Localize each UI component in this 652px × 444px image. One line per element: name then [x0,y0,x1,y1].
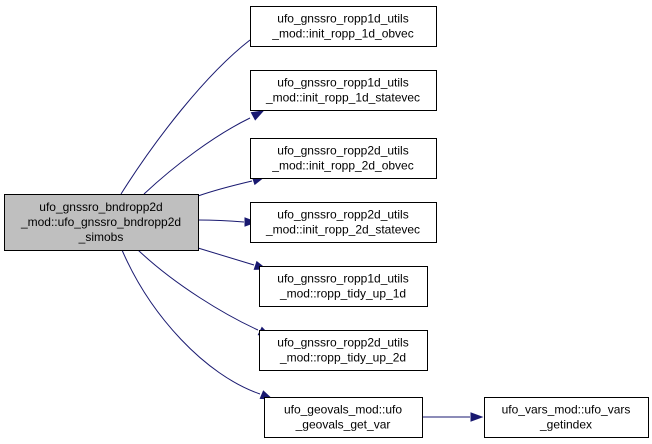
edge-line [197,247,255,266]
edge-root-n2 [143,110,265,195]
arrowhead [250,110,265,121]
node-label-line: _mod::init_ropp_1d_statevec [265,91,420,105]
node-label-line: ufo_gnssro_ropp2d_utils [277,208,408,222]
node-label-line: _mod::init_ropp_1d_obvec [271,27,413,41]
root-function-node[interactable]: ufo_gnssro_bndropp2d_mod::ufo_gnssro_bnd… [4,194,199,251]
node-label-line: ufo_gnssro_ropp1d_utils [277,12,408,26]
node-box [250,202,437,243]
edge-line [197,219,245,223]
node-label-line: _mod::init_ropp_2d_statevec [265,223,420,237]
node-label-line: _mod::ufo_gnssro_bndropp2d [20,215,181,229]
function-node-n3[interactable]: ufo_gnssro_ropp2d_utils_mod::init_ropp_2… [250,138,437,179]
node-label-line: _geovals_get_var [295,418,391,432]
node-label-line: _mod::init_ropp_2d_obvec [271,159,413,173]
node-label-line: _simobs [78,230,124,244]
function-node-n1[interactable]: ufo_gnssro_ropp1d_utils_mod::init_ropp_1… [250,6,437,47]
edge-root-n3 [197,176,266,197]
node-label-line: ufo_vars_mod::ufo_vars [502,403,631,417]
edge-line [137,249,259,331]
node-label-line: ufo_geovals_mod::ufo [284,403,402,417]
node-box [250,6,437,47]
edge-line [120,39,251,195]
node-label-line: ufo_gnssro_ropp1d_utils [277,76,408,90]
node-box [259,330,428,371]
edge-line [197,180,253,197]
node-box [259,266,428,307]
edge-root-n1 [120,29,265,195]
node-label-line: ufo_gnssro_ropp2d_utils [277,144,408,158]
function-node-n7[interactable]: ufo_geovals_mod::ufo_geovals_get_var [264,397,423,438]
node-label-line: _mod::ropp_tidy_up_1d [279,287,406,301]
edge-line [121,249,261,395]
edge-root-n4 [197,217,258,227]
edge-line [143,117,251,195]
node-box [484,397,649,438]
arrowhead [470,412,484,422]
edge-root-n6 [137,249,272,337]
edge-root-n5 [197,247,268,270]
node-label-line: ufo_gnssro_bndropp2d [39,200,162,214]
edge-root-n7 [121,249,274,400]
node-box [264,397,423,438]
node-box [250,138,437,179]
node-label-line: _getindex [539,418,592,432]
node-box [250,70,437,111]
function-node-n5[interactable]: ufo_gnssro_ropp1d_utils_mod::ropp_tidy_u… [259,266,428,307]
node-label-line: ufo_gnssro_ropp1d_utils [277,272,408,286]
node-label-line: ufo_gnssro_ropp2d_utils [277,336,408,350]
node-label-line: _mod::ropp_tidy_up_2d [279,351,406,365]
function-node-n2[interactable]: ufo_gnssro_ropp1d_utils_mod::init_ropp_1… [250,70,437,111]
function-node-n4[interactable]: ufo_gnssro_ropp2d_utils_mod::init_ropp_2… [250,202,437,243]
function-node-n6[interactable]: ufo_gnssro_ropp2d_utils_mod::ropp_tidy_u… [259,330,428,371]
function-node-n8[interactable]: ufo_vars_mod::ufo_vars_getindex [484,397,649,438]
node-box [4,194,199,251]
edge-n7-n8 [421,412,484,422]
